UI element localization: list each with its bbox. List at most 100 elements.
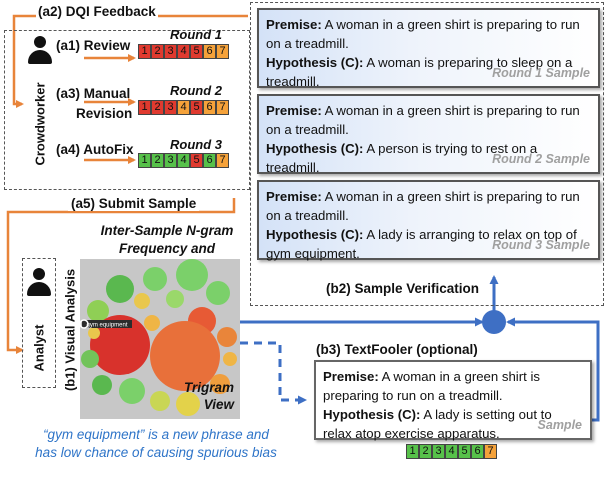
round2-sample-card: Premise: A woman in a green shirt is pre… (257, 94, 600, 175)
dqi-square-4: 4 (177, 153, 190, 168)
dqi-square-1: 1 (138, 100, 151, 115)
crowdworker-box (4, 30, 250, 190)
dqi-square-4: 4 (177, 44, 190, 59)
dqi-square-1: 1 (406, 444, 419, 459)
bubble (176, 259, 208, 291)
bubble (90, 315, 150, 375)
dqi-square-6: 6 (471, 444, 484, 459)
premise-label: Premise: (323, 369, 379, 384)
samples-box (250, 2, 604, 306)
dqi-square-1: 1 (138, 153, 151, 168)
hypothesis-label: Hypothesis (C): (266, 141, 364, 156)
gym-equipment-note: “gym equipment” is a new phrase and has … (35, 427, 277, 460)
highlight-ring (80, 319, 89, 329)
viz-to-textfooler-dashed (240, 341, 307, 405)
round2-label: Round 2 (170, 83, 222, 98)
dqi-square-7: 7 (216, 44, 229, 59)
dqi-square-2: 2 (151, 100, 164, 115)
bubble (210, 374, 230, 394)
submit-sample-label: (a5) Submit Sample (68, 196, 200, 211)
manual-revision-line2: Revision (76, 106, 133, 121)
bubble (106, 275, 134, 303)
crowdworker-person-icon (28, 36, 52, 64)
dqi-square-7: 7 (216, 100, 229, 115)
trigram-bubble-view[interactable]: gym equipment Trigram View (80, 259, 240, 419)
hypothesis-text: A lady is setting out to relax atop exer… (323, 407, 552, 441)
dqi-square-2: 2 (151, 44, 164, 59)
hypothesis-text: A woman is preparing to sleep on a tread… (266, 55, 573, 89)
dqi-square-5: 5 (190, 44, 203, 59)
bubble (119, 378, 145, 404)
dqi-feedback-label: (a2) DQI Feedback (36, 4, 158, 19)
bubble (223, 352, 237, 366)
premise-text: A woman in a green shirt is preparing to… (323, 369, 540, 403)
round3-sample-caption: Round 3 Sample (492, 238, 590, 252)
dqi-square-4: 4 (445, 444, 458, 459)
hypothesis-label: Hypothesis (C): (266, 55, 364, 70)
dqi-square-6: 6 (203, 44, 216, 59)
round1-sample-caption: Round 1 Sample (492, 66, 590, 80)
premise-text: A woman in a green shirt is preparing to… (266, 189, 580, 223)
gym-equipment-tag-text: gym equipment (86, 323, 127, 329)
merge-node (482, 310, 506, 334)
dqi-square-3: 3 (164, 44, 177, 59)
manual-revision-label: (a3) Manual Revision (56, 84, 132, 124)
dqi-square-4: 4 (177, 100, 190, 115)
dqi-square-6: 6 (203, 100, 216, 115)
dqi-square-5: 5 (190, 100, 203, 115)
viz-title-line1: Inter-Sample N-gram (100, 223, 234, 238)
submit-sample-arrow (6, 198, 236, 354)
sample-verification-label: (b2) Sample Verification (326, 281, 480, 296)
bubble (81, 350, 99, 368)
analyst-person-icon (27, 268, 51, 296)
crowdworker-label: Crowdworker (32, 82, 48, 166)
textfooler-sample-caption: Sample (537, 418, 582, 432)
round3-label: Round 3 (170, 137, 222, 152)
dqi-square-2: 2 (419, 444, 432, 459)
bubble (206, 281, 230, 305)
trigram-view-label: Trigram View (184, 379, 234, 413)
dqi-square-3: 3 (164, 100, 177, 115)
round1-sample-card: Premise: A woman in a green shirt is pre… (257, 8, 600, 89)
hypothesis-label: Hypothesis (C): (266, 227, 364, 242)
textfooler-label: (b3) TextFooler (optional) (316, 342, 478, 357)
hypothesis-text: A person is trying to rest on a treadmil… (266, 141, 538, 175)
bubble (144, 315, 160, 331)
premise-label: Premise: (266, 17, 322, 32)
round2-sample-caption: Round 2 Sample (492, 152, 590, 166)
manual-revision-line1: (a3) Manual (56, 86, 131, 101)
premise-label: Premise: (266, 189, 322, 204)
visual-analysis-label: (b1) Visual Analysis (62, 268, 78, 392)
hypothesis-text: A lady is arranging to relax on top of g… (266, 227, 577, 261)
dqi-square-3: 3 (164, 153, 177, 168)
bubble (176, 392, 200, 416)
textfooler-to-node-line (506, 317, 600, 422)
bubble (92, 375, 112, 395)
analyst-box (22, 258, 56, 388)
dqi-square-3: 3 (432, 444, 445, 459)
gym-equipment-tag (82, 320, 132, 328)
bubble (87, 300, 109, 322)
hypothesis-label: Hypothesis (C): (323, 407, 421, 422)
analyst-label: Analyst (31, 324, 47, 372)
bubble (88, 327, 100, 339)
premise-text: A woman in a green shirt is preparing to… (266, 103, 580, 137)
round1-label: Round 1 (170, 27, 222, 42)
bubble-chart: gym equipment (80, 259, 237, 416)
dqi-square-1: 1 (138, 44, 151, 59)
bubble (217, 327, 237, 347)
dqi-square-7: 7 (216, 153, 229, 168)
dqi-square-6: 6 (203, 153, 216, 168)
bubble (143, 267, 167, 291)
premise-text: A woman in a green shirt is preparing to… (266, 17, 580, 51)
review-label: (a1) Review (56, 38, 131, 53)
trigram-view-line2: View (203, 397, 234, 412)
premise-label: Premise: (266, 103, 322, 118)
bubble (166, 290, 184, 308)
bubble (150, 391, 170, 411)
